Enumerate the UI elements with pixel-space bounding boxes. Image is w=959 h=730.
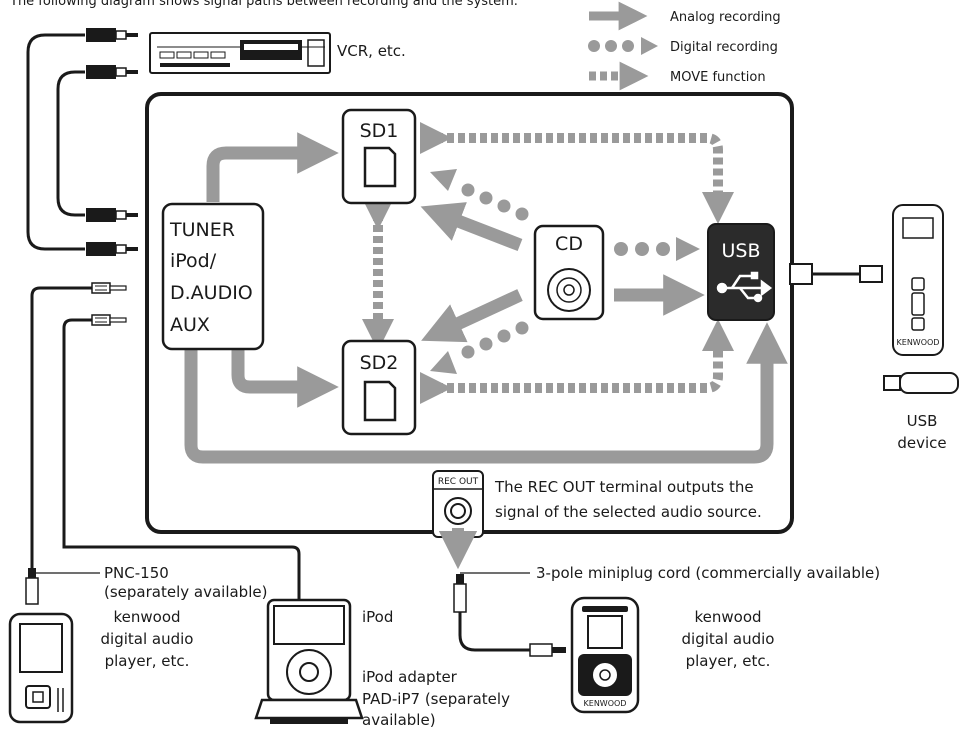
legend-analog-label: Analog recording [670, 10, 781, 25]
miniplug-2 [91, 314, 127, 326]
vcr-device [149, 32, 331, 74]
rca-plug-2 [86, 65, 138, 79]
legend-move-label: MOVE function [670, 70, 766, 85]
sd2-label: SD2 [360, 352, 399, 374]
sd-card-icon [363, 380, 397, 422]
caption-partial: The following diagram shows signal paths… [9, 0, 518, 9]
rec-out-note-1: The REC OUT terminal outputs the [494, 478, 754, 496]
analog-arrows [184, 132, 788, 464]
left-player-device [8, 612, 74, 724]
legend: Analog recording Digital recording MOVE … [588, 1, 781, 91]
analog-arrow-source-to-sd1 [206, 132, 339, 202]
miniplug-1 [91, 282, 127, 294]
right-player-label-1: kenwood [694, 608, 761, 626]
vcr-label: VCR, etc. [337, 42, 406, 60]
left-player-label-3: player, etc. [105, 652, 190, 670]
sd1-label: SD1 [360, 120, 399, 142]
svg-text:KENWOOD: KENWOOD [584, 699, 627, 708]
usb-port [707, 223, 775, 321]
miniplug-cables [30, 286, 301, 600]
sd-card-icon [363, 146, 397, 188]
rca-plug-3 [86, 208, 138, 222]
rca-plug-1 [86, 28, 138, 42]
move-arrow-sd2-to-usb [419, 319, 734, 404]
source-ipod: iPod/ [170, 250, 217, 272]
rec-out-note-2: signal of the selected audio source. [495, 503, 762, 521]
disc-icon [547, 268, 591, 312]
pnc-cable-plug [25, 568, 100, 605]
usb-label: USB [721, 240, 760, 262]
usb-cable [789, 263, 883, 285]
left-player-label-2: digital audio [101, 630, 194, 648]
source-box [161, 202, 265, 351]
source-tuner: TUNER [169, 219, 235, 241]
usb-device-label-2: device [897, 434, 946, 452]
sd1-slot [341, 108, 417, 205]
usb-player-device: KENWOOD [892, 204, 944, 356]
pnc-label-1: PNC-150 [104, 564, 169, 582]
right-player-device: KENWOOD [570, 596, 640, 714]
cord-label: 3-pole miniplug cord (commercially avail… [536, 564, 880, 582]
sd2-slot [341, 339, 417, 436]
right-player-label-3: player, etc. [686, 652, 771, 670]
svg-text:KENWOOD: KENWOOD [897, 338, 940, 347]
ipod-label: iPod [362, 608, 393, 626]
usb-stick [883, 372, 959, 394]
rca-cables [26, 33, 85, 251]
source-daudio: D.AUDIO [170, 282, 253, 304]
move-arrow-sd1-to-usb [419, 121, 735, 224]
usb-icon [716, 271, 773, 303]
rca-plug-4 [86, 242, 138, 256]
cd-drive [533, 224, 605, 321]
move-arrows [362, 121, 735, 404]
analog-arrow-source-to-usb [184, 322, 788, 464]
legend-digital-arrow [588, 37, 658, 55]
cd-label: CD [555, 233, 583, 255]
ipod-device [266, 598, 352, 702]
digital-arrow-cd-to-usb [614, 237, 700, 261]
source-aux: AUX [170, 314, 210, 336]
pnc-label-2: (separately available) [104, 583, 267, 601]
analog-arrow-source-to-sd2 [231, 350, 339, 408]
usb-device-label-1: USB [907, 412, 938, 430]
legend-digital-label: Digital recording [670, 40, 778, 55]
rec-out-tag: REC OUT [438, 477, 479, 487]
adapter-label-2: PAD-iP7 (separately [362, 690, 510, 708]
adapter-label-1: iPod adapter [362, 668, 458, 686]
ipod-adapter-dock [254, 698, 364, 724]
miniplug-cord [453, 572, 566, 657]
left-player-label-1: kenwood [113, 608, 180, 626]
rec-out-terminal [432, 470, 484, 538]
right-player-label-2: digital audio [682, 630, 775, 648]
adapter-label-3: available) [362, 711, 436, 729]
